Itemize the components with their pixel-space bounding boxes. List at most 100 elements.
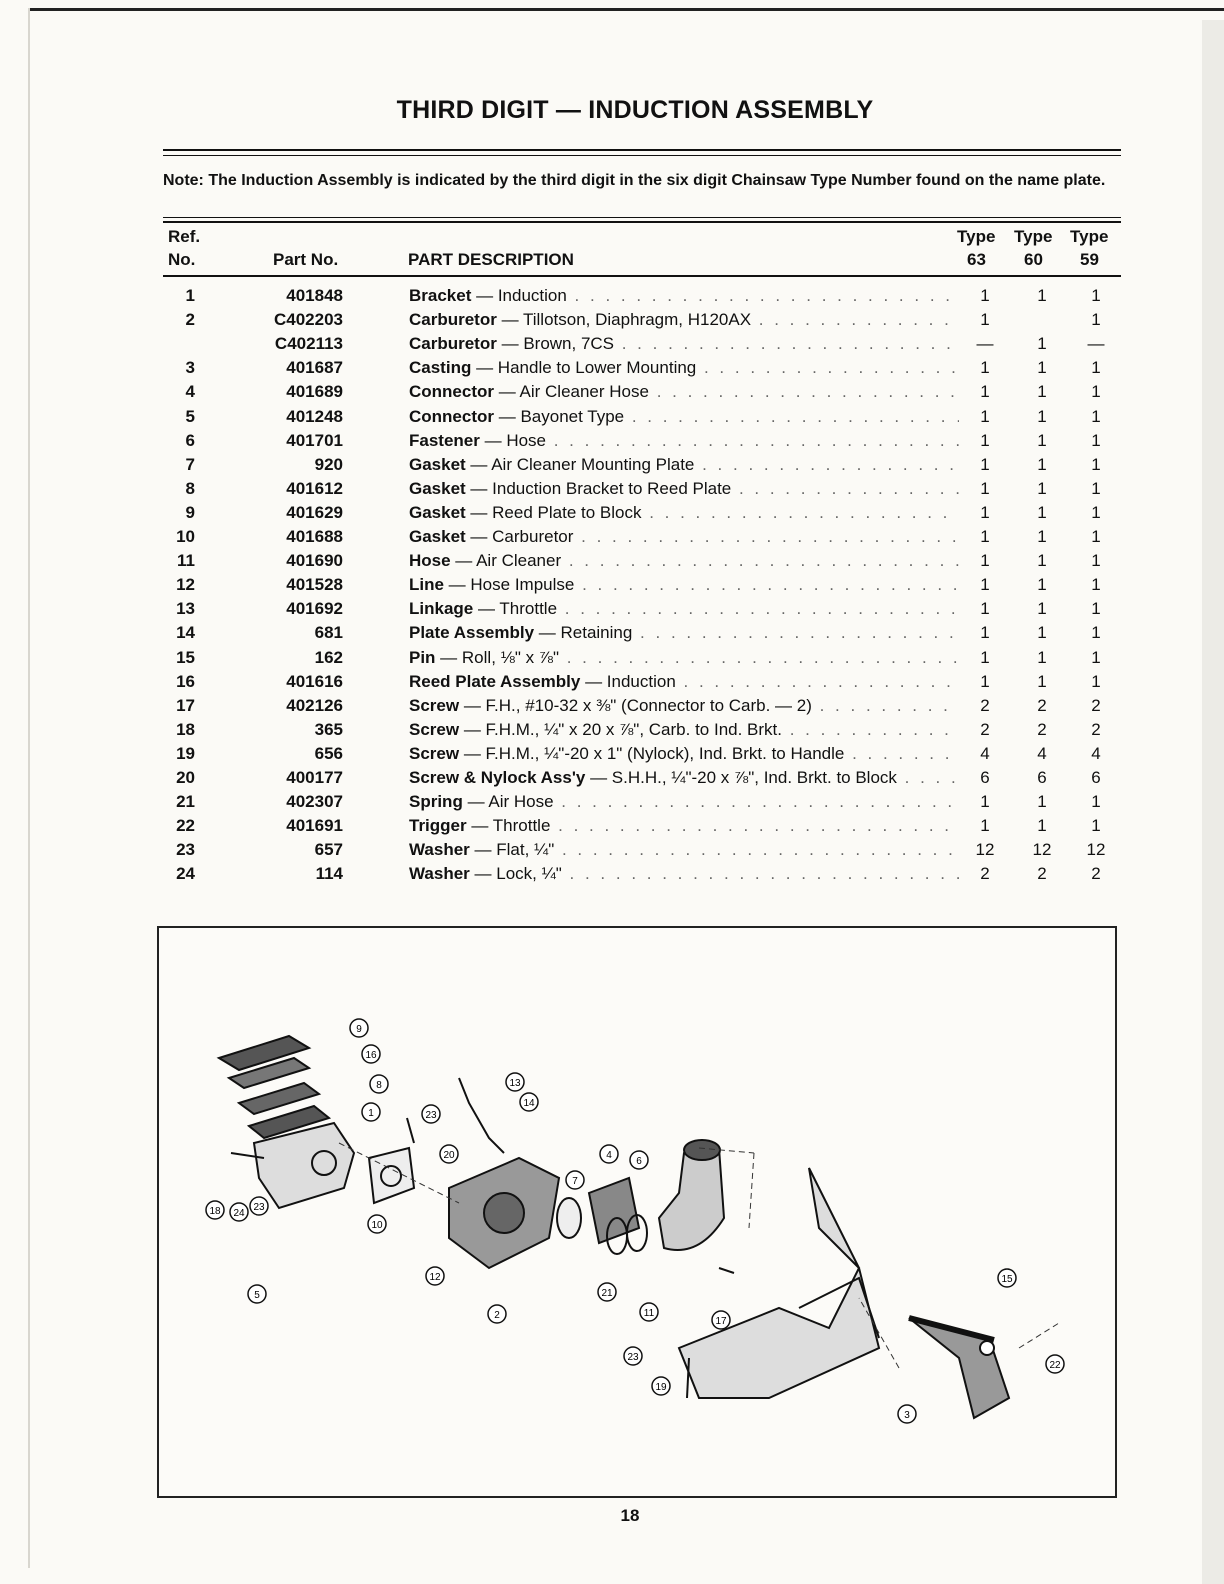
callout-label: 3: [904, 1410, 910, 1421]
ref-no: 17: [176, 695, 195, 715]
leader-dots: . . . . . . . . . . . . . . . . . . . . …: [561, 840, 959, 860]
leader-dots: . . . . . . . . . . . . . . . . . . . . …: [558, 816, 959, 836]
part-no: 401687: [286, 358, 343, 378]
callout-bubble: 22: [1045, 1354, 1065, 1374]
callout-bubble: 1: [361, 1102, 381, 1122]
part-no: 401691: [286, 816, 343, 836]
ref-no: 22: [176, 816, 195, 836]
ref-no: 8: [185, 478, 195, 498]
note-label: Note:: [163, 172, 204, 189]
qty-type-63: 12: [975, 840, 995, 860]
part-description: Trigger — Throttle . . . . . . . . . . .…: [409, 816, 959, 836]
qty-type-59: 1: [1091, 816, 1101, 836]
part-detail: F.H.M., ¼" x 20 x ⅞", Carb. to Ind. Brkt…: [485, 719, 782, 739]
qty-type-63: 2: [980, 719, 990, 739]
callout-bubble: 19: [651, 1376, 671, 1396]
ref-no: 10: [176, 527, 195, 546]
qty-type-59: 1: [1091, 502, 1101, 522]
part-detail: Roll, ⅛" x ⅞": [461, 647, 560, 667]
callout-bubble: 4: [599, 1144, 619, 1164]
part-no: 401692: [286, 599, 343, 619]
ref-no: 20: [176, 768, 195, 787]
callout-label: 21: [601, 1288, 613, 1299]
part-name: Screw: [409, 695, 460, 715]
part-detail: Brown, 7CS: [523, 334, 615, 354]
callout-bubble: 9: [349, 1018, 369, 1038]
part-name: Washer: [409, 864, 470, 884]
callout-bubble: 3: [897, 1404, 917, 1424]
ref-no: 1: [185, 286, 195, 305]
leader-dots: . . . . . . . . . . . . . . . . . . . . …: [561, 792, 959, 812]
divider: [163, 149, 1121, 151]
qty-type-60: 1: [1037, 647, 1047, 667]
part-description: Plate Assembly — Retaining . . . . . . .…: [409, 623, 959, 643]
callout-label: 19: [655, 1382, 667, 1393]
part-description: Linkage — Throttle . . . . . . . . . . .…: [409, 599, 959, 619]
leader-dots: . . . . . . . . . . . . . . . . . . . . …: [568, 551, 959, 571]
part-no: 401690: [286, 551, 343, 571]
part-no: 401248: [286, 406, 343, 426]
part-detail: Reed Plate to Block: [492, 502, 642, 522]
qty-type-63: 1: [980, 406, 990, 426]
header-type-59-label: Type: [1070, 227, 1109, 246]
qty-type-63: 2: [980, 695, 990, 715]
callout-label: 18: [209, 1206, 221, 1217]
leader-dots: . . . . . . . . . . . . . . . . . . . . …: [738, 478, 959, 498]
qty-type-60: 1: [1037, 551, 1047, 571]
part-description: Fastener — Hose . . . . . . . . . . . . …: [409, 431, 959, 451]
callout-label: 2: [494, 1310, 500, 1321]
divider: [163, 221, 1121, 223]
part-name: Linkage: [409, 599, 474, 619]
qty-type-59: 2: [1091, 695, 1101, 715]
part-detail: F.H.M., ¼"-20 x 1" (Nylock), Ind. Brkt. …: [485, 743, 845, 763]
qty-type-63: 1: [980, 430, 990, 450]
callout-bubble: 7: [565, 1170, 585, 1190]
leader-dots: . . . . . . . . . . . . . . . . . . . . …: [702, 454, 959, 474]
callout-label: 23: [627, 1352, 639, 1363]
qty-type-60: 1: [1037, 671, 1047, 691]
part-name: Line: [409, 575, 444, 595]
callout-label: 14: [523, 1098, 535, 1109]
leader-dots: . . . . . . . . . . . . . . . . . . . . …: [569, 864, 959, 884]
ref-no: 4: [185, 382, 195, 402]
part-no: 400177: [286, 768, 343, 787]
callout-label: 22: [1049, 1360, 1061, 1371]
part-no: 656: [314, 743, 343, 763]
callout-bubble: 24: [229, 1202, 249, 1222]
qty-type-60: 2: [1037, 719, 1047, 739]
qty-type-63: 1: [980, 478, 990, 498]
qty-type-63: 1: [980, 599, 990, 619]
qty-type-63: 1: [980, 551, 990, 571]
part-detail: Induction: [606, 671, 676, 691]
qty-type-59: 4: [1091, 743, 1101, 763]
ref-no: 3: [185, 358, 195, 378]
part-no: 402126: [286, 695, 343, 715]
qty-type-63: 1: [980, 792, 990, 812]
part-description: Hose — Air Cleaner . . . . . . . . . . .…: [409, 551, 959, 571]
part-detail: Air Cleaner Mounting Plate: [491, 454, 695, 474]
qty-type-63: 2: [980, 864, 990, 884]
qty-type-60: 1: [1037, 623, 1047, 643]
table-row: 1 1 401690 Hose — Air Cleaner . . . . . . .…: [163, 551, 1121, 575]
part-detail: Air Hose: [488, 792, 554, 812]
qty-type-59: —: [1087, 334, 1105, 354]
leader-dots: . . . . . . . . . . . . . . . . . . . . …: [789, 719, 959, 739]
callout-bubble: 5: [247, 1284, 267, 1304]
callout-label: 24: [233, 1208, 245, 1219]
qty-type-59: 1: [1091, 430, 1101, 450]
leader-dots: . . . . . . . . . . . . . . . . . . . . …: [564, 599, 959, 619]
callout-bubble: 23: [249, 1196, 269, 1216]
part-name: Trigger: [409, 816, 467, 836]
part-detail: Air Cleaner: [476, 551, 562, 571]
qty-type-60: 2: [1037, 695, 1047, 715]
callout-label: 20: [443, 1150, 455, 1161]
leader-dots: . . . . . . . . . . . . . . . . . . . . …: [640, 623, 959, 643]
callout-label: 12: [429, 1272, 441, 1283]
part-description: Spring — Air Hose . . . . . . . . . . . …: [409, 792, 959, 812]
qty-type-60: 12: [1032, 840, 1052, 860]
leader-dots: . . . . . . . . . . . . . . . . . . . . …: [582, 575, 959, 595]
callout-label: 9: [356, 1024, 362, 1035]
part-detail: Induction Bracket to Reed Plate: [492, 478, 732, 498]
part-no: C402113: [274, 334, 343, 354]
